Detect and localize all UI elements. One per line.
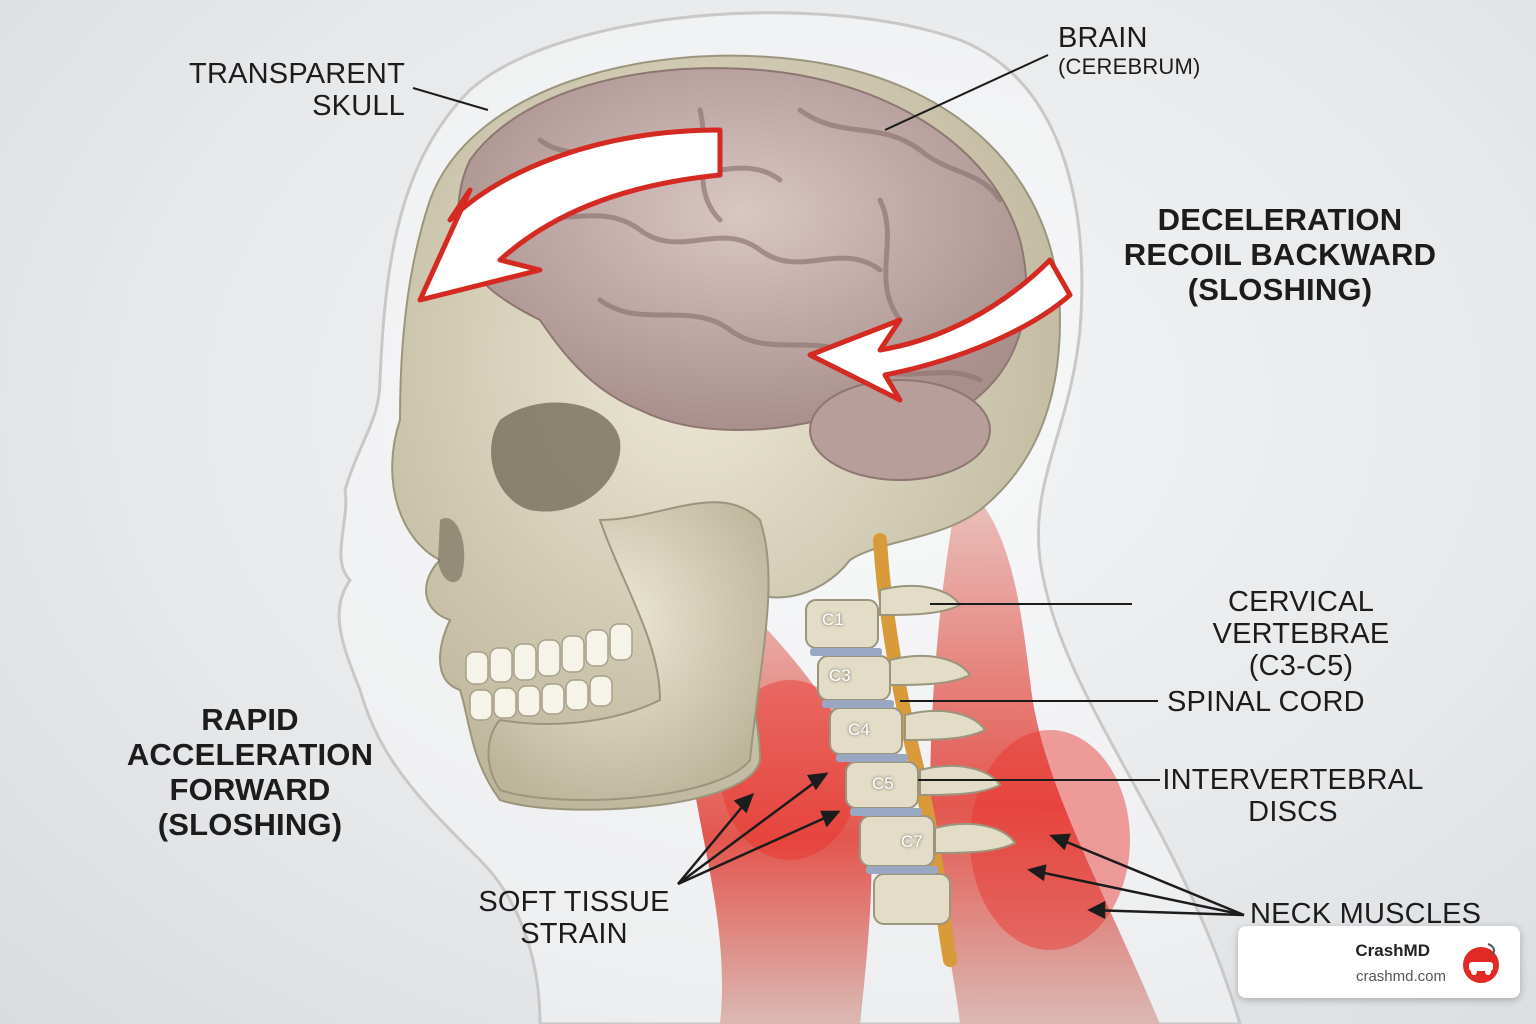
acceleration-label: RAPID ACCELERATION FORWARD (SLOSHING) (110, 702, 390, 842)
eye-socket (491, 402, 621, 512)
spinal-cord-label: SPINAL CORD (1167, 686, 1365, 718)
discs-label: INTERVERTEBRAL DISCS (1160, 764, 1426, 828)
cervical-line1: CERVICAL VERTEBRAE (1212, 586, 1390, 650)
acceleration-line1: RAPID (201, 702, 299, 737)
spinous-processes (879, 584, 1017, 855)
soft-tissue-arrows (677, 772, 841, 886)
brand-name: CrashMD (1355, 941, 1430, 960)
acceleration-line2: ACCELERATION (126, 737, 374, 772)
discs-line1: INTERVERTEBRAL (1162, 764, 1424, 796)
acceleration-line4: (SLOSHING) (157, 807, 343, 842)
soft-tissue-line1: SOFT TISSUE (478, 886, 670, 918)
deceleration-line2: RECOIL BACKWARD (1123, 237, 1437, 272)
teeth (465, 623, 633, 721)
vertebra-label-c1: C1 (822, 610, 844, 629)
rear-neck-muscles (930, 480, 1160, 1024)
brand-url: crashmd.com (1355, 968, 1446, 985)
neck-muscles-text: NECK MUSCLES (1250, 898, 1482, 930)
strain-glow-rear (970, 730, 1130, 950)
acceleration-forward-arrow (417, 127, 723, 303)
crashmd-logo-icon (1461, 943, 1501, 985)
deceleration-line1: DECELERATION (1157, 202, 1403, 237)
brain-label-title: BRAIN (1058, 22, 1148, 54)
deceleration-recoil-arrow (807, 257, 1073, 403)
brain-label-sub: (CEREBRUM) (1058, 54, 1201, 79)
spinal-cord-text: SPINAL CORD (1167, 686, 1365, 718)
vertebra-label-c3: C3 (829, 666, 851, 685)
soft-tissue-label: SOFT TISSUE STRAIN (474, 886, 674, 950)
brand-card[interactable]: CrashMD crashmd.com (1238, 926, 1520, 998)
deceleration-line3: (SLOSHING) (1187, 272, 1373, 307)
soft-tissue-line2: STRAIN (520, 918, 628, 950)
intervertebral-discs (810, 648, 938, 874)
leader-lines (412, 54, 1160, 781)
vertebra-label-c7: C7 (901, 832, 923, 851)
nasal-cavity (438, 518, 465, 583)
mandible (487, 501, 770, 801)
vertebra-label-c4: C4 (848, 720, 870, 739)
vertebral-column (805, 599, 951, 925)
deceleration-label: DECELERATION RECOIL BACKWARD (SLOSHING) (1110, 202, 1450, 307)
vertebra-label-c5: C5 (872, 774, 894, 793)
cervical-vertebrae-label: CERVICAL VERTEBRAE (C3-C5) (1140, 586, 1462, 682)
cerebellum (809, 379, 991, 481)
neck-muscle-arrows (1027, 833, 1245, 920)
skull-label: TRANSPARENT SKULL (180, 58, 405, 122)
skull-label-line2: SKULL (312, 90, 405, 122)
neck-muscles-label: NECK MUSCLES (1250, 898, 1481, 930)
skull-label-line1: TRANSPARENT (189, 58, 405, 90)
brain-label: BRAIN (CEREBRUM) (1058, 22, 1201, 80)
cervical-line2: (C3-C5) (1248, 650, 1354, 682)
acceleration-line3: FORWARD (169, 772, 331, 807)
discs-line2: DISCS (1248, 796, 1338, 828)
